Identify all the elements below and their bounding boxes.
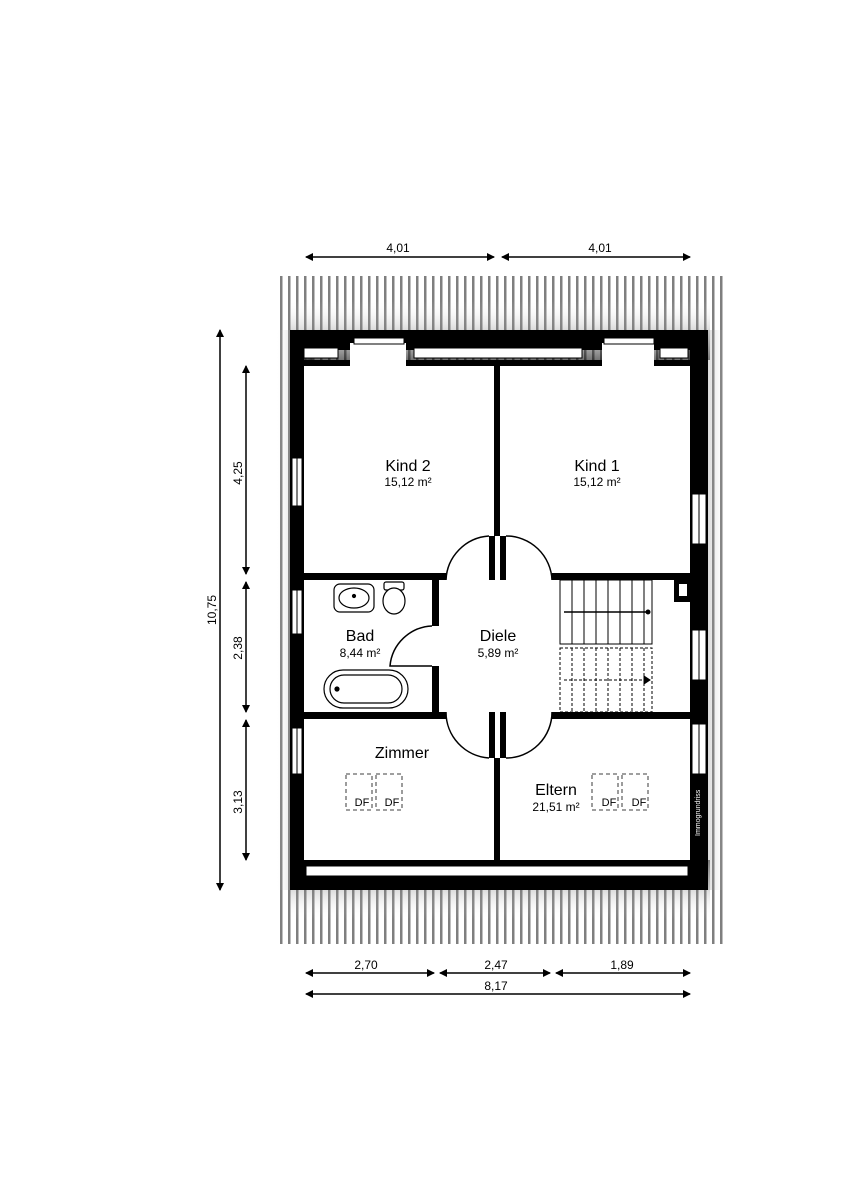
dim-left-part-2: 2,38 — [231, 636, 245, 660]
roof-window: DF — [621, 773, 649, 811]
roof-window: DF — [375, 773, 403, 811]
roof-window: DF — [345, 773, 373, 811]
room-name-kind2: Kind 2 — [385, 458, 430, 475]
room-area-diele: 5,89 m² — [478, 646, 519, 660]
roof-windows: DF DF DF DF — [345, 773, 649, 811]
dim-bottom-part-2: 2,47 — [484, 958, 508, 972]
room-name-bad: Bad — [346, 628, 374, 645]
dim-bottom-part-3: 1,89 — [610, 958, 634, 972]
room-name-kind1: Kind 1 — [574, 458, 619, 475]
top-windows — [303, 337, 689, 365]
dim-bottom-total: 8,17 — [484, 979, 508, 993]
staircase — [559, 579, 653, 713]
room-area-eltern: 21,51 m² — [532, 800, 579, 814]
dim-left-total: 10,75 — [205, 595, 219, 625]
side-windows — [291, 457, 707, 775]
dim-top-right: 4,01 — [588, 241, 612, 255]
room-name-diele: Diele — [480, 628, 517, 645]
roof-window-label: DF — [355, 797, 370, 809]
toilet-icon — [382, 581, 406, 615]
room-area-kind2: 15,12 m² — [384, 475, 431, 489]
bathtub-icon — [323, 669, 409, 709]
room-area-bad: 8,44 m² — [340, 646, 381, 660]
door-swings — [389, 535, 553, 759]
bottom-window — [305, 865, 689, 877]
watermark: Immogrundriss — [695, 789, 702, 836]
room-area-kind1: 15,12 m² — [573, 475, 620, 489]
roof-window-label: DF — [385, 797, 400, 809]
dim-top-left: 4,01 — [386, 241, 410, 255]
roof-window-label: DF — [632, 797, 647, 809]
chimney-flue — [679, 584, 687, 596]
roof-window-label: DF — [602, 797, 617, 809]
room-name-zimmer: Zimmer — [375, 745, 430, 762]
dim-left-part-3: 3,13 — [231, 790, 245, 814]
roof-window: DF — [591, 773, 619, 811]
sink-icon — [333, 583, 375, 613]
bathroom-fixtures — [323, 581, 409, 709]
dimension-labels: 4,01 4,01 10,75 4,25 2,38 3,13 2,70 2,47… — [205, 241, 634, 993]
room-name-eltern: Eltern — [535, 782, 577, 799]
dimension-lines — [216, 253, 691, 998]
dim-bottom-part-1: 2,70 — [354, 958, 378, 972]
dim-left-part-1: 4,25 — [231, 461, 245, 485]
room-labels: Kind 2 15,12 m² Kind 1 15,12 m² Bad 8,44… — [340, 458, 621, 814]
